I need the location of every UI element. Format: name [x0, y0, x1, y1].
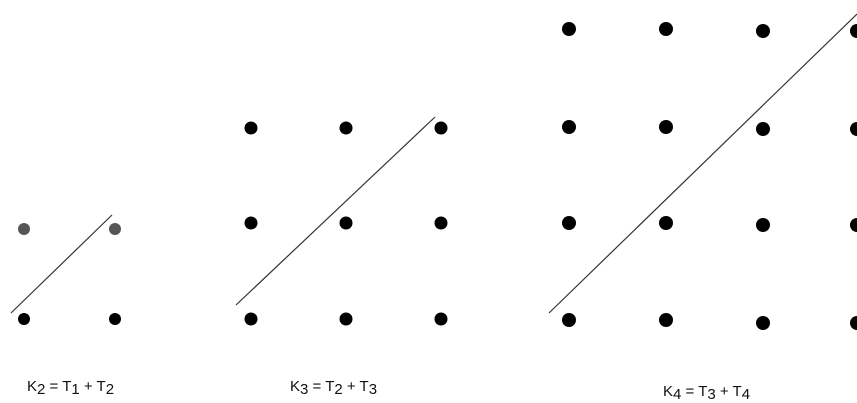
- dot-k4-r2-c2: [756, 122, 770, 136]
- diagonal-line-k3: [235, 116, 436, 306]
- dot-k4-r2-c0: [562, 120, 576, 134]
- diagonal-line-k4: [548, 13, 857, 314]
- caption-k4-eq: =: [681, 383, 699, 400]
- caption-k4-t2: T: [732, 383, 742, 400]
- dot-k3-r2-c1: [339, 121, 353, 135]
- caption-k3-t2: T: [359, 378, 369, 395]
- caption-k3-t2-sub: 3: [368, 381, 378, 398]
- diagonal-line-k2: [10, 214, 113, 314]
- dot-k2-r1-c1: [109, 223, 121, 235]
- figure-k3: [235, 116, 448, 326]
- caption-k4-t2-sub: 4: [741, 386, 751, 403]
- dot-k4-r1-c0: [562, 216, 576, 230]
- dot-k2-r1-c0: [18, 223, 30, 235]
- caption-k3: K3 = T2 + T3: [290, 378, 378, 398]
- caption-k2-eq: =: [45, 378, 63, 395]
- caption-k3-t1-sub: 2: [334, 381, 343, 398]
- caption-k3-plus: +: [342, 378, 360, 395]
- dot-k4-r3-c2: [756, 24, 770, 38]
- dot-k3-r2-c2: [434, 121, 448, 135]
- caption-k4-plus: +: [715, 383, 733, 400]
- dot-k4-r2-c1: [659, 120, 673, 134]
- dot-k4-r0-c2: [756, 316, 770, 330]
- caption-k4-lhs: K: [663, 383, 674, 400]
- caption-k2-plus: +: [79, 378, 97, 395]
- dot-k4-r0-c1: [659, 313, 673, 327]
- caption-k3-lhs-sub: 3: [300, 381, 309, 398]
- caption-k2-t2: T: [96, 378, 106, 395]
- caption-k2-lhs: K: [27, 378, 38, 395]
- dot-k3-r1-c2: [434, 216, 448, 230]
- dot-k4-r3-c0: [562, 22, 576, 36]
- dot-k3-r1-c1: [339, 216, 353, 230]
- dot-k2-r0-c0: [18, 313, 30, 325]
- caption-k4-t1-sub: 3: [707, 386, 716, 403]
- dot-k4-r3-c1: [659, 22, 673, 36]
- dot-k4-r2-c3: [850, 122, 857, 136]
- dot-k4-r1-c1: [659, 216, 673, 230]
- dot-k3-r0-c0: [244, 312, 258, 326]
- caption-k4-t1: T: [698, 383, 708, 400]
- dot-k2-r0-c1: [109, 313, 121, 325]
- caption-k2-t1: T: [62, 378, 72, 395]
- figure-k4: [548, 13, 857, 330]
- dot-k3-r2-c0: [244, 121, 258, 135]
- caption-k2: K2 = T1 + T2: [27, 378, 115, 398]
- caption-k3-t1: T: [325, 378, 335, 395]
- caption-k2-t1-sub: 1: [71, 381, 80, 398]
- caption-k2-t2-sub: 2: [105, 381, 115, 398]
- dot-k4-r1-c2: [756, 218, 770, 232]
- caption-k4-lhs-sub: 4: [673, 386, 682, 403]
- dot-k4-r1-c3: [850, 218, 857, 232]
- dot-k4-r3-c3: [850, 24, 857, 38]
- caption-k4: K4 = T3 + T4: [663, 383, 751, 403]
- dot-k3-r1-c0: [244, 216, 258, 230]
- dot-k4-r0-c3: [850, 316, 857, 330]
- figure-k2: [10, 214, 121, 325]
- dot-k4-r0-c0: [562, 313, 576, 327]
- caption-k3-eq: =: [308, 378, 326, 395]
- caption-k2-lhs-sub: 2: [37, 381, 46, 398]
- dot-k3-r0-c2: [434, 312, 448, 326]
- caption-k3-lhs: K: [290, 378, 301, 395]
- dot-k3-r0-c1: [339, 312, 353, 326]
